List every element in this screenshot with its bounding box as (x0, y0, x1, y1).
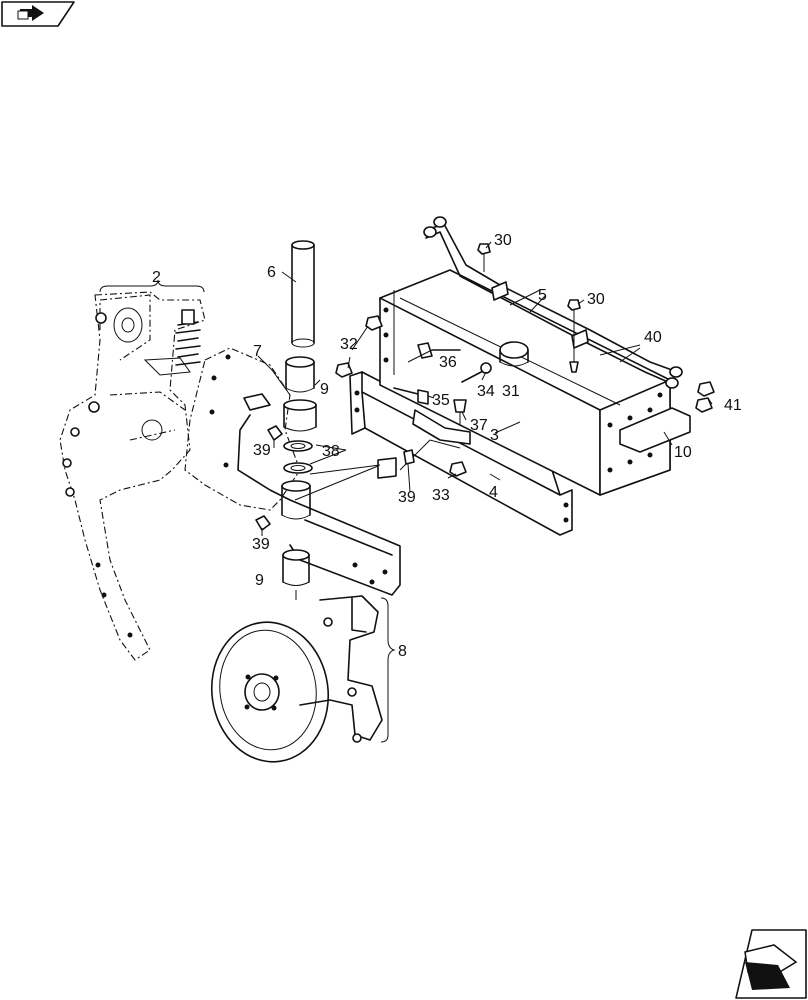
callout-5: 5 (538, 287, 547, 304)
callout-3: 3 (490, 427, 499, 444)
part-8-gauge-wheel (210, 595, 396, 763)
callout-32: 32 (340, 336, 358, 353)
callout-6: 6 (267, 264, 276, 281)
part-7-mounting-plate (184, 347, 301, 511)
callout-10: 10 (674, 444, 692, 461)
part-38-collar (283, 399, 317, 474)
callout-36: 36 (439, 354, 457, 371)
callout-31: 31 (502, 383, 520, 400)
part-5-hydraulic-lines (423, 216, 683, 389)
callout-30-right: 30 (587, 291, 605, 308)
callout-38: 38 (322, 443, 340, 460)
part-4-tie-bar (349, 371, 573, 536)
callout-2: 2 (152, 269, 161, 286)
callout-8: 8 (398, 643, 407, 660)
next-page-arrow-icon (744, 944, 798, 990)
callout-40: 40 (644, 329, 662, 346)
callout-7: 7 (253, 343, 262, 360)
callout-35: 35 (432, 392, 450, 409)
callout-30-upper: 30 (494, 232, 512, 249)
callout-4: 4 (489, 484, 498, 501)
previous-page-button[interactable] (1, 1, 75, 27)
callout-39-right: 39 (398, 489, 416, 506)
part-9-bushing-lower (281, 480, 311, 600)
swing-arm (237, 414, 401, 596)
part-9-bushing-upper (285, 356, 315, 393)
part-3-toolbar (379, 269, 691, 496)
next-page-button[interactable] (735, 929, 807, 999)
part-6-pivot-shaft (291, 240, 315, 348)
leader-lines (257, 241, 713, 536)
callout-34: 34 (477, 383, 495, 400)
hardware-fasteners (255, 243, 715, 531)
callout-labels: 2 3 4 5 6 7 8 9 9 10 30 30 31 32 33 34 3… (152, 232, 742, 660)
callout-39-upper: 39 (253, 442, 271, 459)
previous-page-arrow-icon (17, 5, 44, 21)
callout-37: 37 (470, 417, 488, 434)
callout-9-lower: 9 (255, 572, 264, 589)
callout-41: 41 (724, 397, 742, 414)
callout-39-lower: 39 (252, 536, 270, 553)
callout-9-upper: 9 (320, 381, 329, 398)
callout-33: 33 (432, 487, 450, 504)
part-2-arm-assembly (59, 279, 206, 661)
